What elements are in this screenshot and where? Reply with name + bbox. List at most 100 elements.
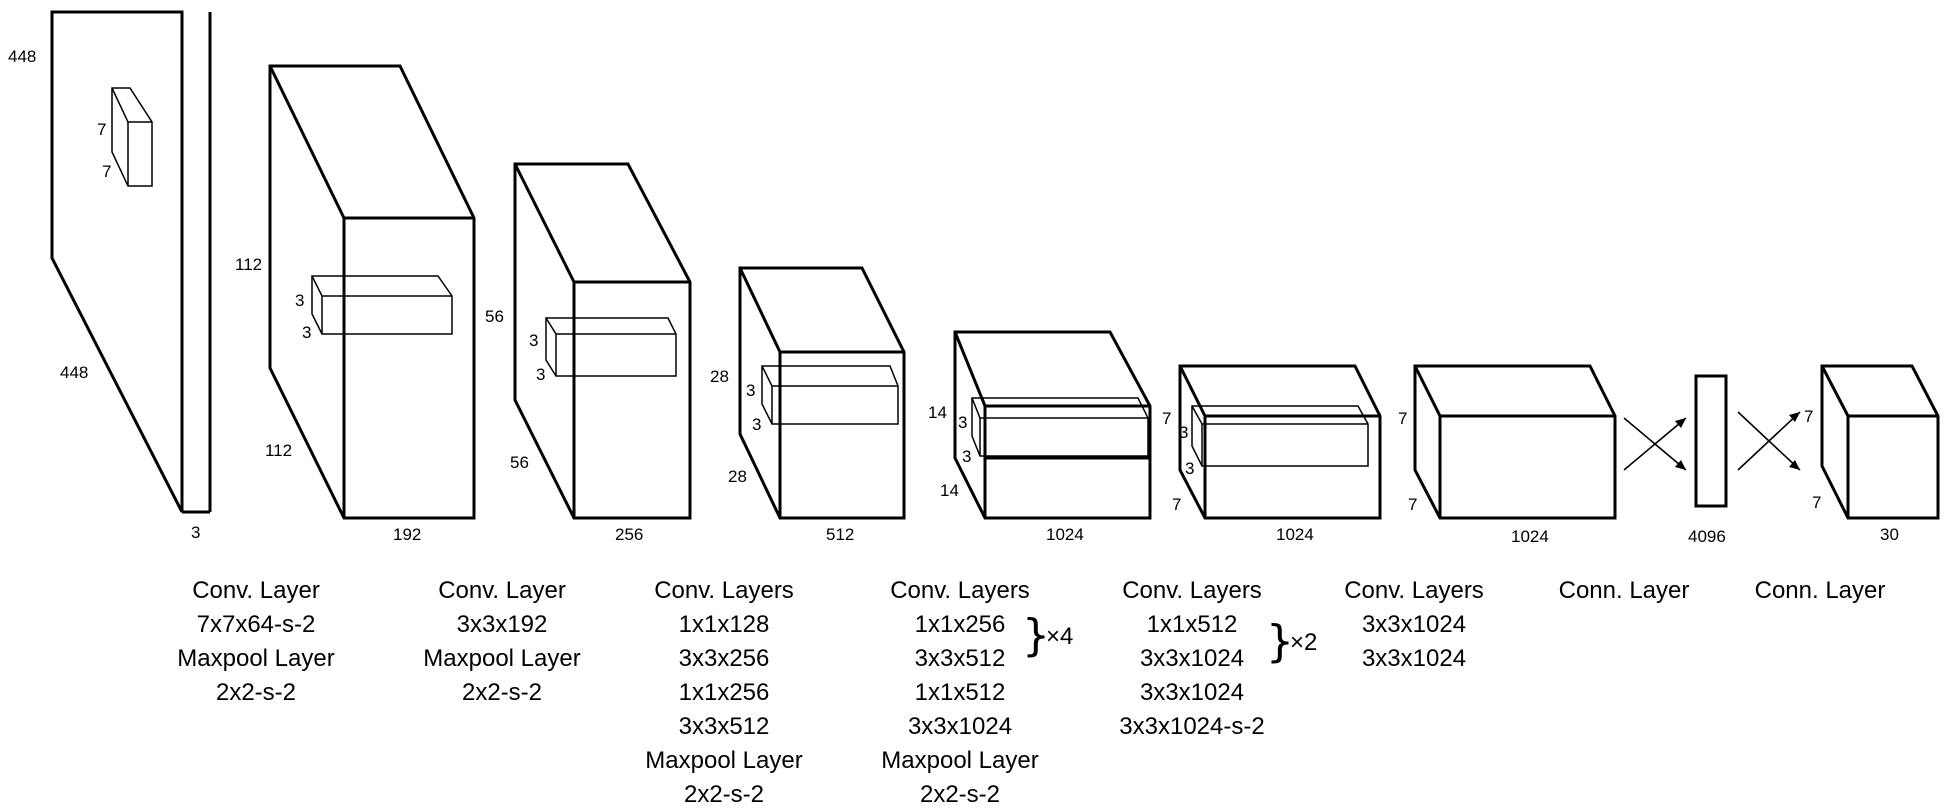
fc-layer: 4096: [1688, 374, 1728, 546]
caption-line: Maxpool Layer: [423, 645, 580, 672]
caption-block-2: Conv. Layer 3x3x192 Maxpool Layer 2x2-s-…: [423, 577, 580, 706]
caption-line: Maxpool Layer: [881, 747, 1038, 774]
output-channels-label: 30: [1880, 525, 1899, 544]
block-5-kernel-h-label: 3: [1179, 423, 1188, 442]
caption-line: Conv. Layer: [192, 577, 320, 604]
input-width-label: 448: [60, 363, 88, 382]
caption-block-6: Conv. Layers 3x3x1024 3x3x1024: [1344, 577, 1484, 672]
block-4-channels-label: 1024: [1046, 525, 1084, 544]
brace-icon: }: [1266, 616, 1294, 667]
caption-line: Maxpool Layer: [177, 645, 334, 672]
caption-line: Conv. Layers: [1122, 577, 1262, 604]
block-5-channels-label: 1024: [1276, 525, 1314, 544]
block-1-kernel: [311, 275, 453, 335]
caption-line: 3x3x1024: [1140, 645, 1244, 672]
caption-line: 2x2-s-2: [684, 781, 764, 808]
block-4: 14 14 1024 3 3: [928, 330, 1152, 544]
caption-line: Conv. Layers: [1344, 577, 1484, 604]
block-2-kernel-w-label: 3: [536, 365, 545, 384]
block-3-width-label: 28: [728, 467, 747, 486]
caption-line: 3x3x1024-s-2: [1119, 713, 1264, 740]
output-width-label: 7: [1812, 493, 1821, 512]
caption-line: Conn. Layer: [1559, 577, 1690, 604]
block-2-width-label: 56: [510, 453, 529, 472]
caption-line: 3x3x256: [679, 645, 770, 672]
block-1-kernel-h-label: 3: [295, 291, 304, 310]
caption-line: Conv. Layer: [438, 577, 566, 604]
caption-line: Conn. Layer: [1755, 577, 1886, 604]
block-6-width-label: 7: [1408, 495, 1417, 514]
caption-line: 3x3x1024: [1140, 679, 1244, 706]
block-3: 28 28 512 3 3: [710, 266, 906, 544]
repeat-x4-marker: } ×4: [1022, 610, 1073, 661]
caption-line: Conv. Layers: [654, 577, 794, 604]
repeat-x4-label: ×4: [1046, 623, 1073, 650]
repeat-x2-label: ×2: [1290, 629, 1317, 656]
block-3-kernel-h-label: 3: [746, 381, 755, 400]
input-kernel: [111, 87, 153, 187]
caption-line: 3x3x1024: [908, 713, 1012, 740]
block-4-height-label: 14: [928, 403, 947, 422]
block-4-width-label: 14: [940, 481, 959, 500]
caption-line: 2x2-s-2: [216, 679, 296, 706]
brace-icon: }: [1022, 610, 1050, 661]
arrows-to-output: [1737, 411, 1801, 471]
caption-line: 1x1x512: [1147, 611, 1238, 638]
block-1-height-label: 112: [235, 255, 262, 274]
caption-block-3: Conv. Layers 1x1x128 3x3x256 1x1x256 3x3…: [645, 577, 802, 808]
caption-fc: Conn. Layer: [1559, 577, 1690, 604]
block-6-height-label: 7: [1398, 409, 1407, 428]
fc-units-label: 4096: [1688, 527, 1726, 546]
caption-block-1: Conv. Layer 7x7x64-s-2 Maxpool Layer 2x2…: [177, 577, 334, 706]
caption-line: Maxpool Layer: [645, 747, 802, 774]
block-4-kernel-h-label: 3: [958, 413, 967, 432]
caption-block-4: Conv. Layers 1x1x256 3x3x512 1x1x512 3x3…: [881, 577, 1038, 808]
caption-line: 1x1x256: [915, 611, 1006, 638]
block-2-kernel-h-label: 3: [529, 331, 538, 350]
input-channels-label: 3: [191, 523, 200, 542]
output-height-label: 7: [1804, 407, 1813, 426]
block-1-channels-label: 192: [393, 525, 421, 544]
output-layer: 7 7 30: [1804, 364, 1940, 544]
block-5-kernel-w-label: 3: [1185, 459, 1194, 478]
input-kernel-w-label: 7: [102, 162, 111, 181]
block-1-width-label: 112: [265, 441, 292, 460]
block-1: 112 112 192 3 3: [235, 64, 476, 544]
repeat-x2-marker: } ×2: [1266, 616, 1317, 667]
block-5-width-label: 7: [1172, 495, 1181, 514]
caption-line: 3x3x512: [915, 645, 1006, 672]
input-height-label: 448: [8, 47, 36, 66]
caption-line: 3x3x1024: [1362, 645, 1466, 672]
block-5-height-label: 7: [1162, 409, 1171, 428]
block-6-channels-label: 1024: [1511, 527, 1549, 546]
block-2: 56 56 256 3 3: [485, 162, 692, 544]
caption-line: 3x3x192: [457, 611, 548, 638]
input-kernel-h-label: 7: [97, 120, 106, 139]
caption-line: 7x7x64-s-2: [197, 611, 316, 638]
block-3-height-label: 28: [710, 367, 729, 386]
block-5: 7 7 1024 3 3: [1162, 364, 1382, 544]
block-1-kernel-w-label: 3: [302, 323, 311, 342]
block-2-height-label: 56: [485, 307, 504, 326]
caption-line: 3x3x512: [679, 713, 770, 740]
block-4-kernel-w-label: 3: [962, 447, 971, 466]
caption-line: 1x1x128: [679, 611, 770, 638]
caption-line: 3x3x1024: [1362, 611, 1466, 638]
block-2-channels-label: 256: [615, 525, 643, 544]
block-3-channels-label: 512: [826, 525, 854, 544]
caption-line: Conv. Layers: [890, 577, 1030, 604]
caption-output: Conn. Layer: [1755, 577, 1886, 604]
input-layer: 448 448 3 7 7: [8, 10, 212, 542]
caption-block-5: Conv. Layers 1x1x512 3x3x1024 3x3x1024 3…: [1119, 577, 1264, 740]
block-5-kernel: [1191, 405, 1369, 467]
block-6: 7 7 1024: [1398, 364, 1617, 546]
block-3-kernel-w-label: 3: [752, 415, 761, 434]
caption-line: 1x1x256: [679, 679, 770, 706]
block-4-kernel: [971, 397, 1149, 457]
arrows-to-fc: [1623, 417, 1687, 471]
block-3-kernel: [761, 365, 899, 425]
caption-line: 2x2-s-2: [920, 781, 1000, 808]
block-2-kernel: [545, 317, 677, 377]
caption-line: 2x2-s-2: [462, 679, 542, 706]
